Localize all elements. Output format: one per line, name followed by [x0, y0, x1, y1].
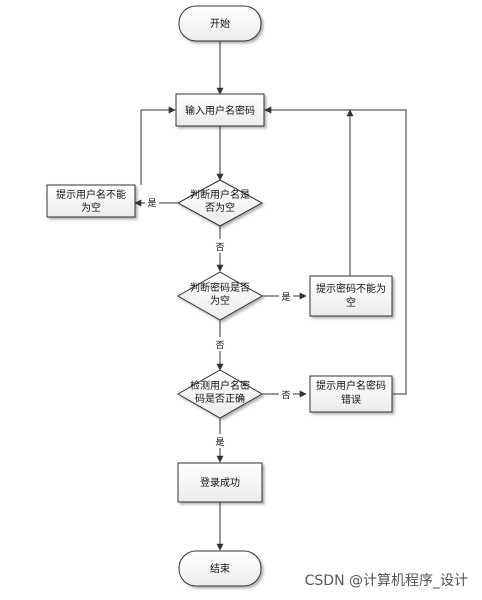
- input-node-label: 输入用户名密码: [185, 104, 255, 117]
- warn-pwd-label-line2: 空: [346, 296, 356, 309]
- input-node: 输入用户名密码: [175, 93, 265, 127]
- warn-user-label-line1: 提示用户名不能: [56, 188, 126, 201]
- label-match-no: 否: [281, 390, 290, 401]
- end-node-label: 结束: [210, 562, 230, 575]
- check-pwd-label-line1: 判断密码是否: [190, 281, 250, 294]
- success-node: 登录成功: [177, 462, 263, 503]
- warn-pwd-label-line1: 提示密码不能为: [316, 282, 386, 295]
- label-match-yes: 是: [215, 437, 224, 448]
- start-node: 开始: [178, 5, 262, 42]
- label-pwd-no: 否: [215, 340, 224, 351]
- check-match-label-line1: 检测用户名密: [190, 379, 250, 392]
- check-pwd-decision: 判断密码是否 为空: [176, 271, 264, 321]
- warn-user-node: 提示用户名不能 为空: [46, 184, 136, 218]
- check-match-label-line2: 码是否正确: [195, 392, 245, 405]
- warn-match-label-line1: 提示用户名密码: [316, 379, 386, 392]
- label-pwd-yes: 是: [281, 292, 290, 303]
- label-user-yes: 是: [147, 198, 156, 209]
- warn-match-node: 提示用户名密码 错误: [309, 375, 393, 413]
- edge-warn-user-back: [140, 106, 176, 185]
- label-user-no: 否: [215, 242, 224, 253]
- warn-pwd-node: 提示密码不能为 空: [309, 275, 393, 317]
- check-user-label-line2: 否为空: [205, 201, 235, 214]
- warn-user-label-line2: 为空: [81, 201, 101, 214]
- check-pwd-label-line2: 为空: [210, 294, 230, 307]
- edge-labels: 是 否 是 否 否 是: [145, 195, 293, 448]
- check-user-decision: 判断用户名是 否为空: [176, 179, 264, 227]
- end-node: 结束: [178, 550, 262, 587]
- start-node-label: 开始: [210, 17, 230, 30]
- check-match-decision: 检测用户名密 码是否正确: [176, 369, 264, 419]
- success-node-label: 登录成功: [200, 476, 240, 489]
- edge-warn-match-back: [264, 106, 407, 395]
- csdn-watermark: CSDN @计算机程序_设计: [304, 573, 468, 589]
- check-user-label-line1: 判断用户名是: [190, 188, 250, 201]
- warn-match-label-line2: 错误: [341, 393, 361, 406]
